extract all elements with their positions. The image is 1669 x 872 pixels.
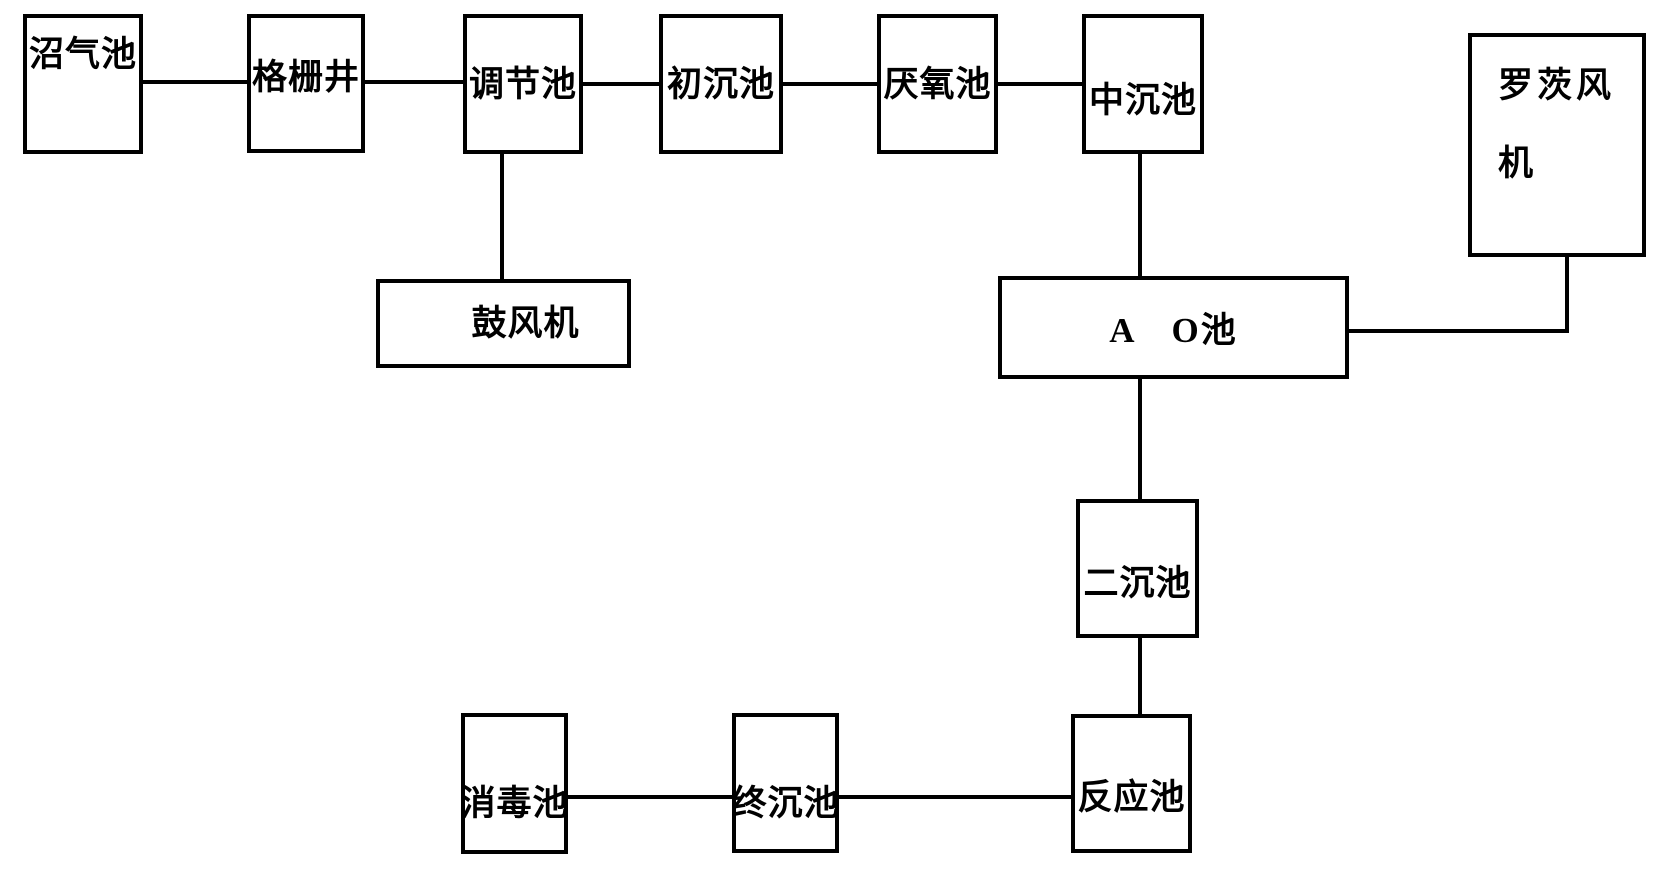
edge-middle-sed-to-ao (1138, 152, 1142, 278)
node-roots-blower: 罗茨风机 (1468, 33, 1646, 257)
edge-roots-blower-vertical (1565, 254, 1569, 333)
node-label: 厌氧池 (883, 64, 992, 104)
edge-regulating-to-primary-sed (581, 82, 661, 86)
edge-disinfection-to-final-sed (566, 795, 734, 799)
node-screen-well: 格栅井 (247, 14, 365, 153)
edge-primary-sed-to-anaerobic (781, 82, 879, 86)
node-label: 鼓风机 (471, 304, 580, 343)
node-label: 中沉池 (1088, 80, 1197, 120)
node-label: 沼气池 (28, 34, 137, 74)
edge-anaerobic-to-middle-sed (996, 82, 1084, 86)
node-primary-sedimentation-pool: 初沉池 (659, 14, 783, 154)
edge-ao-to-roots-blower (1347, 329, 1569, 333)
node-ao-pool: A O池 (998, 276, 1349, 379)
node-label: 格栅井 (251, 58, 360, 97)
node-label: 终沉池 (731, 783, 840, 823)
node-label: 调节池 (468, 64, 577, 104)
node-label: A O池 (1109, 311, 1238, 350)
node-middle-sedimentation-pool: 中沉池 (1082, 14, 1204, 154)
node-reaction-pool: 反应池 (1071, 714, 1192, 853)
node-blower: 鼓风机 (376, 279, 631, 368)
edge-secondary-sed-to-reaction (1138, 635, 1142, 716)
node-label: 消毒池 (460, 784, 569, 823)
node-label: 二沉池 (1083, 564, 1192, 603)
node-label: 初沉池 (666, 64, 775, 104)
node-disinfection-pool: 消毒池 (461, 713, 568, 854)
node-label: 反应池 (1077, 778, 1186, 817)
edge-screen-well-to-regulating (363, 80, 465, 84)
node-regulating-pool: 调节池 (463, 14, 583, 154)
node-label: 罗茨风机 (1498, 66, 1616, 183)
edge-ao-to-secondary-sed (1138, 377, 1142, 501)
node-secondary-sedimentation-pool: 二沉池 (1076, 499, 1199, 638)
node-final-sedimentation-pool: 终沉池 (732, 713, 839, 853)
edge-biogas-to-screen-well (142, 80, 249, 84)
node-biogas-pool: 沼气池 (23, 14, 143, 154)
edge-regulating-to-blower (500, 152, 504, 281)
edge-final-sed-to-reaction (836, 795, 1073, 799)
node-anaerobic-pool: 厌氧池 (877, 14, 998, 154)
